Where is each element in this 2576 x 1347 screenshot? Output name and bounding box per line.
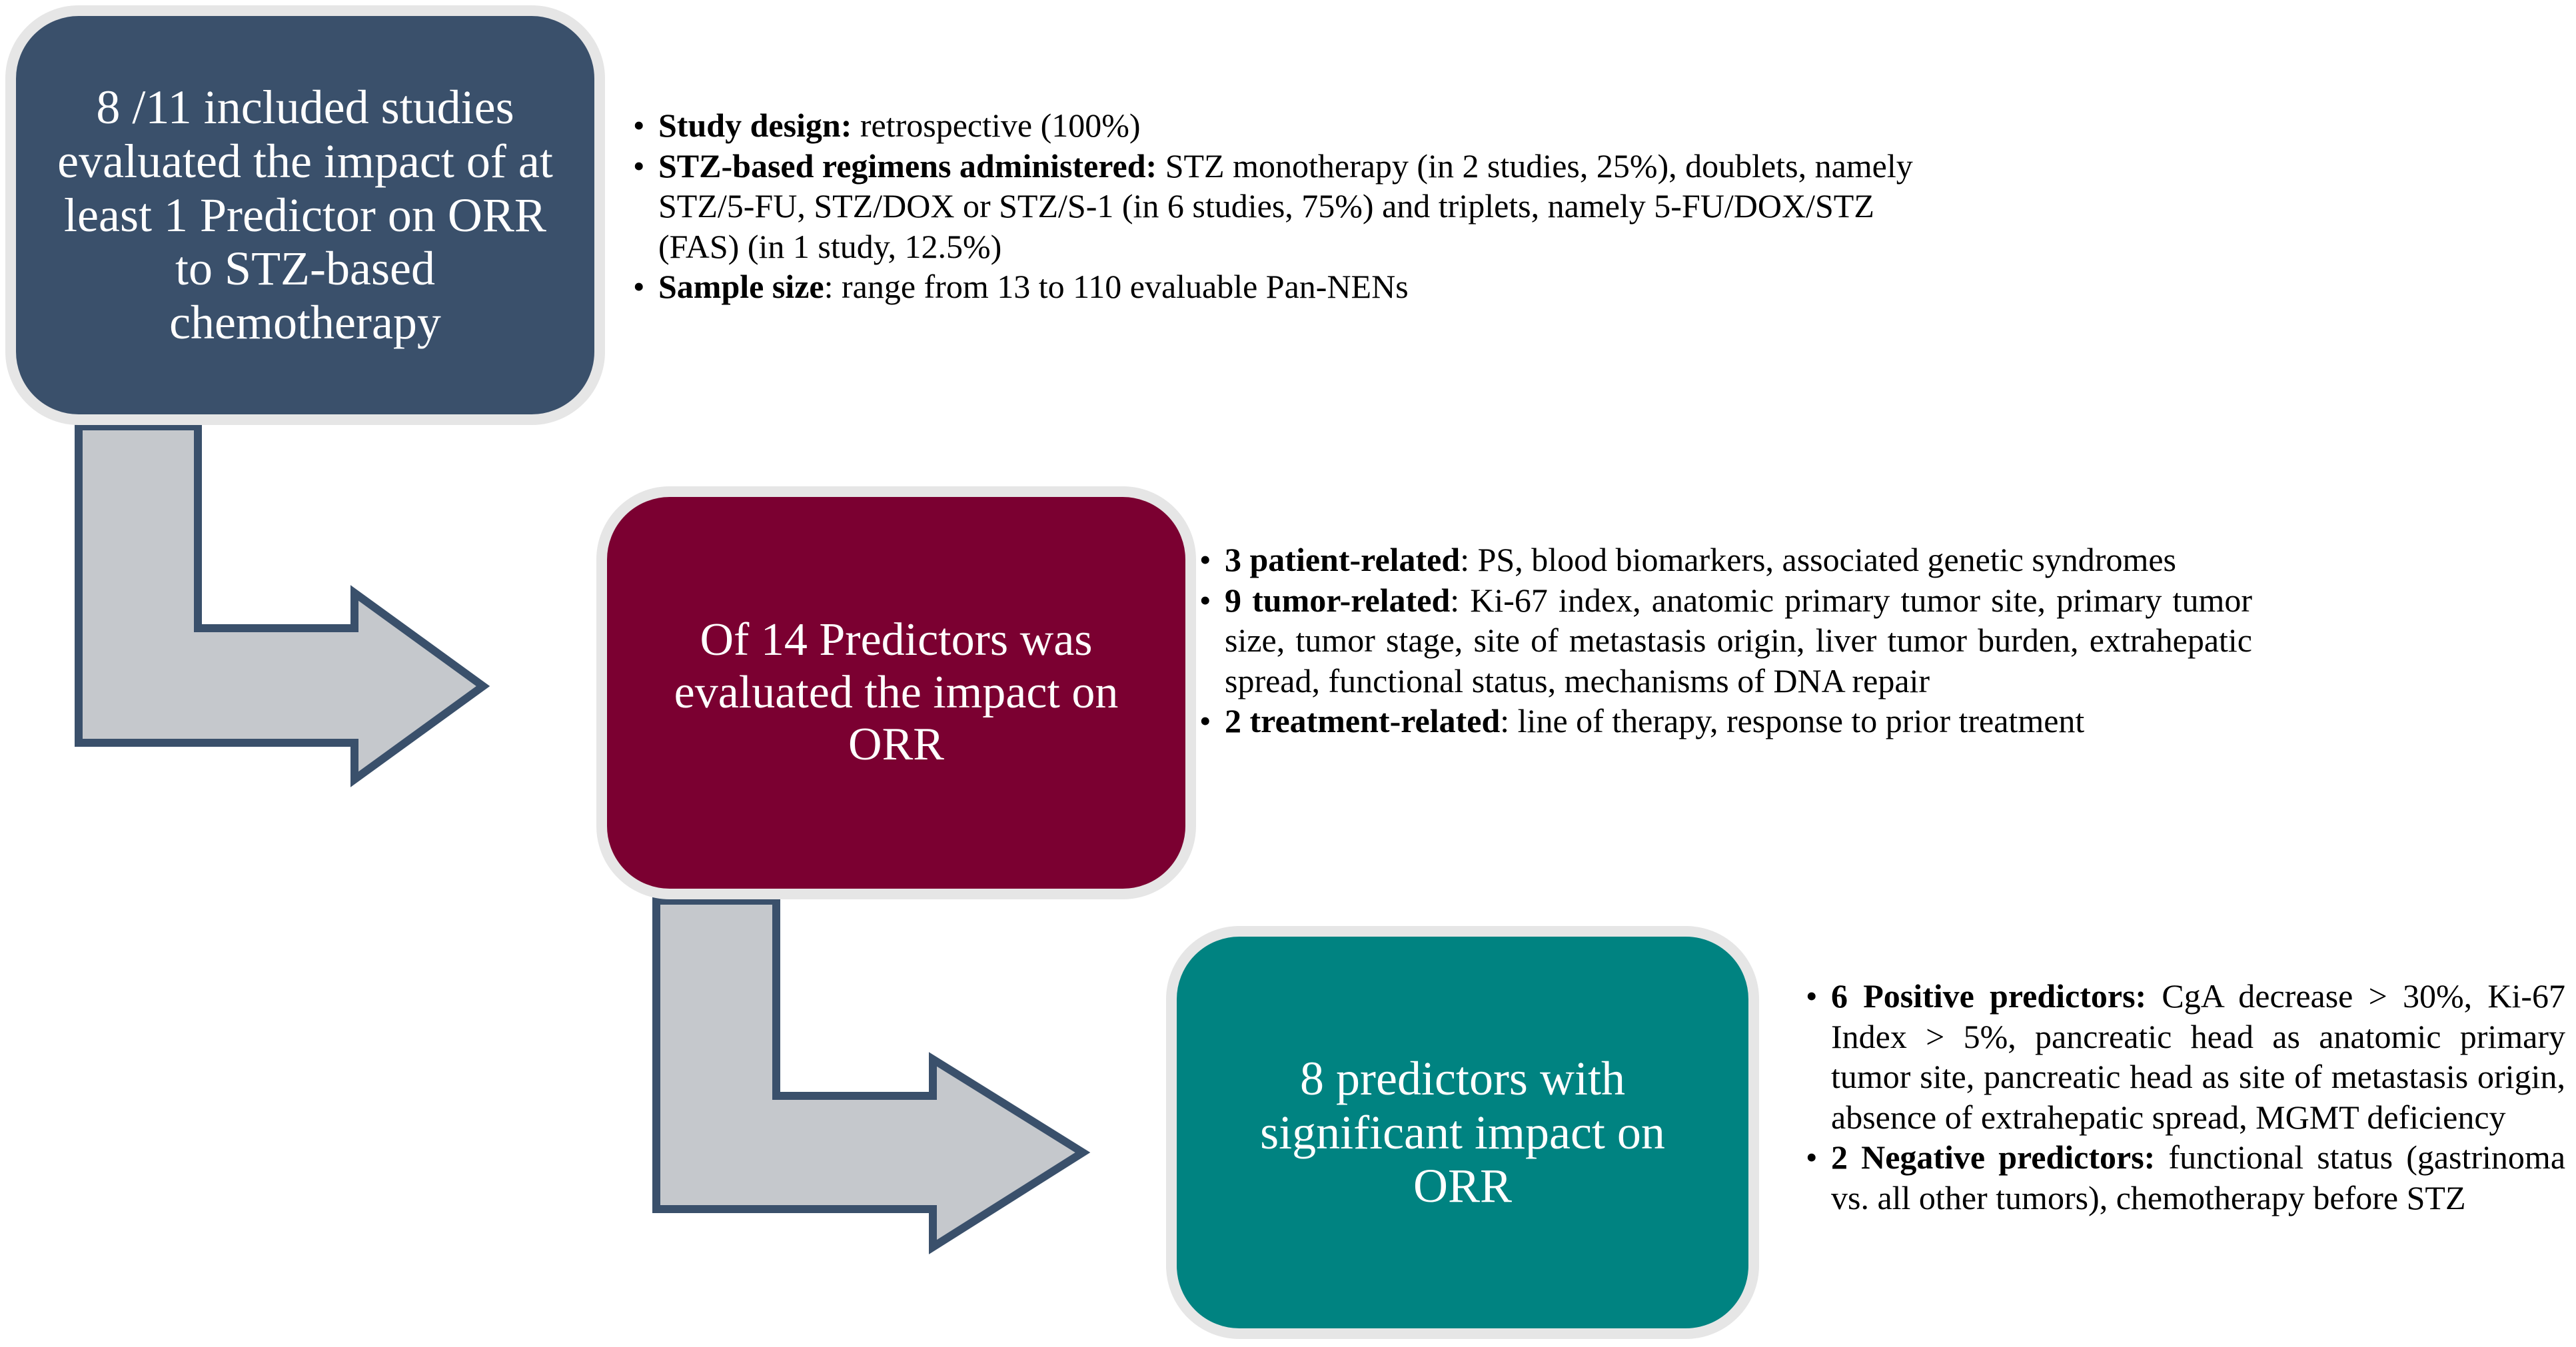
list-item: 2 treatment-related: line of therapy, re… (1199, 701, 2252, 741)
step-2-text: Of 14 Predictors was evaluated the impac… (674, 614, 1119, 771)
list-item: STZ-based regimens administered: STZ mon… (633, 146, 1932, 267)
significant-predictors-list: 6 Positive predictors: CgA decrease > 30… (1806, 976, 2565, 1218)
list-item: Sample size: range from 13 to 110 evalua… (633, 266, 1932, 307)
predictor-categories-list: 3 patient-related: PS, blood biomarkers,… (1199, 540, 2252, 741)
study-details-list: Study design: retrospective (100%) STZ-b… (633, 105, 1932, 307)
list-item: 2 Negative predictors: functional status… (1806, 1137, 2565, 1218)
arrow-2 (652, 897, 1091, 1254)
step-3-text: 8 predictors with significant impact on … (1260, 1052, 1665, 1213)
list-item: 9 tumor-related: Ki-67 index, anatomic p… (1199, 580, 2252, 701)
list-item: 6 Positive predictors: CgA decrease > 30… (1806, 976, 2565, 1137)
step-1-box: 8 /11 included studies evaluated the imp… (5, 5, 605, 425)
step-2-box: Of 14 Predictors was evaluated the impac… (596, 486, 1196, 899)
step-3-box: 8 predictors with significant impact on … (1166, 926, 1759, 1339)
arrow-1 (75, 422, 490, 787)
list-item: Study design: retrospective (100%) (633, 105, 1932, 146)
step-1-text: 8 /11 included studies evaluated the imp… (57, 81, 553, 349)
list-item: 3 patient-related: PS, blood biomarkers,… (1199, 540, 2252, 580)
